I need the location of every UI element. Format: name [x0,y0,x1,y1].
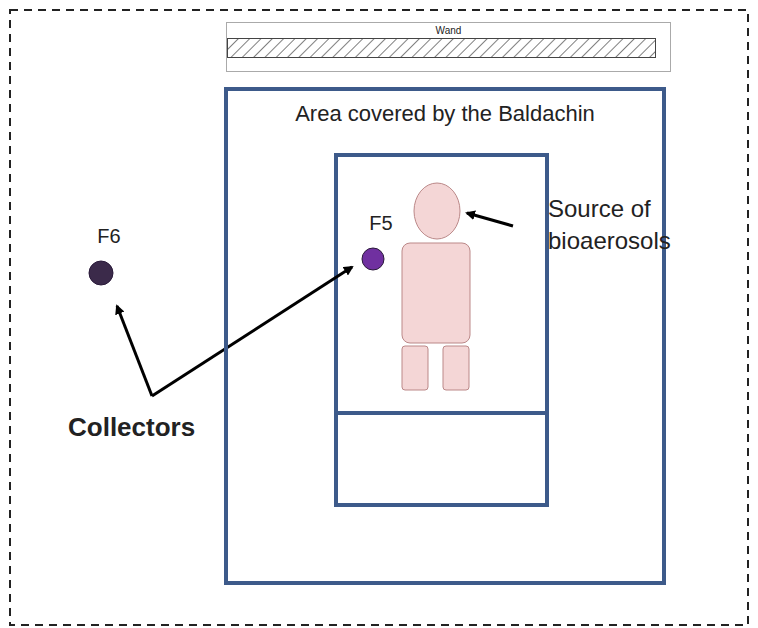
collector-label: F6 [78,224,140,248]
area-title: Area covered by the Baldachin [228,101,662,127]
collector-circle [350,245,396,273]
source-arrow [467,213,513,226]
area-box: Area covered by the BaldachinF5 [224,87,666,585]
wall-bar: Wand [226,22,671,72]
outer-boundary [10,10,748,625]
inner-area [336,155,547,505]
collector-circle [78,258,124,288]
leader-arrow [152,267,352,396]
collector-dot: F5 [350,211,412,273]
collector-dot: F6 [78,224,140,288]
collectors-label: Collectors [68,410,268,445]
hatched-wall [227,38,656,58]
wall-label: Wand [227,24,670,38]
source-label: Source of bioaerosols [548,193,718,258]
leader-arrow [117,306,152,396]
collector-label: F5 [350,211,412,235]
area-divider [336,411,547,415]
person-figure [402,183,470,390]
